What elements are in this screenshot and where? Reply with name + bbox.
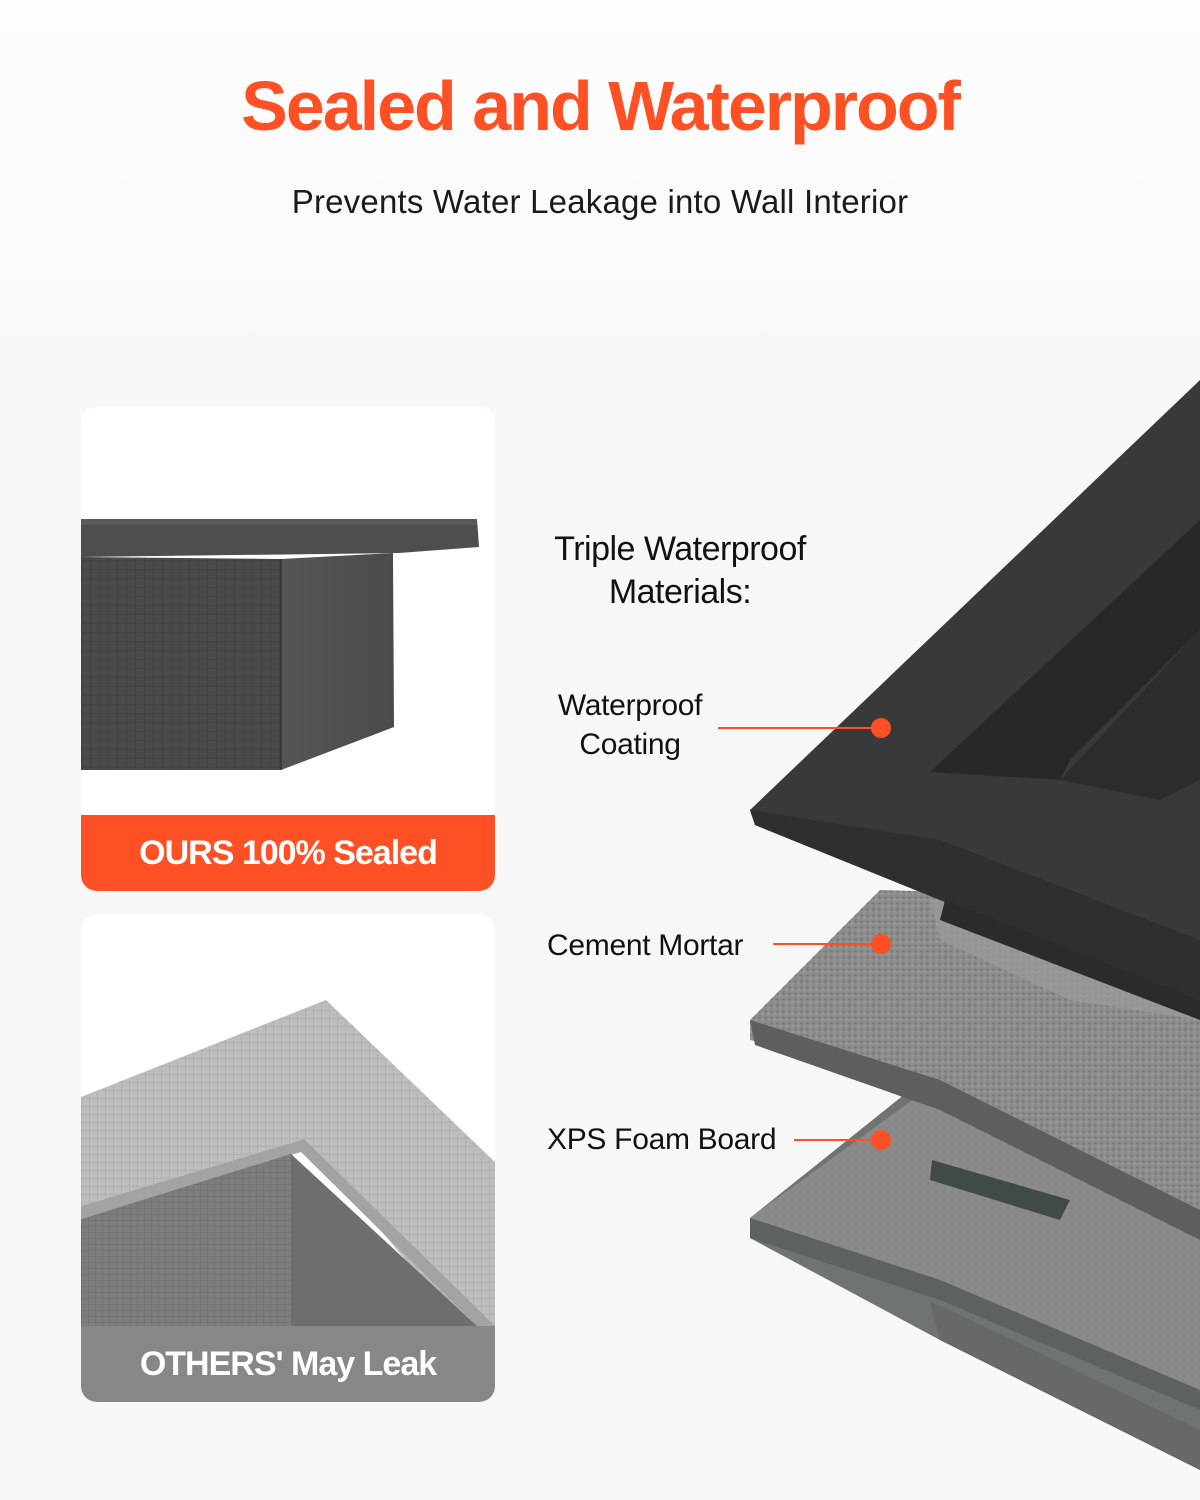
- others-comparison-card: OTHERS' May Leak: [81, 914, 495, 1402]
- xps-callout-dot-icon: [871, 1130, 891, 1150]
- xps-foam-board-label: XPS Foam Board: [547, 1123, 777, 1156]
- coating-label-line-2: Coating: [579, 728, 681, 761]
- layers-heading: Triple Waterproof Materials:: [520, 528, 840, 614]
- coating-layer: [750, 380, 1200, 1020]
- unsealed-board-photo: [81, 914, 495, 1326]
- page-subtitle: Prevents Water Leakage into Wall Interio…: [291, 183, 909, 220]
- page-title: Sealed and Waterproof: [241, 67, 961, 145]
- others-leak-banner: OTHERS' May Leak: [81, 1326, 495, 1402]
- coating-callout-dot-icon: [871, 718, 891, 738]
- mortar-callout-dot-icon: [871, 934, 891, 954]
- ours-comparison-card: OURS 100% Sealed: [81, 407, 495, 891]
- sealed-board-photo: [81, 407, 495, 815]
- coating-leader-line: [718, 727, 878, 729]
- waterproof-coating-label: Waterproof Coating: [540, 686, 720, 764]
- layers-heading-line-1: Triple Waterproof: [554, 530, 806, 568]
- mortar-leader-line: [773, 943, 878, 945]
- layers-heading-line-2: Materials:: [608, 573, 752, 611]
- ours-sealed-banner: OURS 100% Sealed: [81, 815, 495, 891]
- cement-mortar-label: Cement Mortar: [547, 929, 744, 962]
- xps-leader-line: [794, 1139, 878, 1141]
- coating-label-line-1: Waterproof: [557, 689, 703, 722]
- triple-layer-illustration: [750, 380, 1200, 1470]
